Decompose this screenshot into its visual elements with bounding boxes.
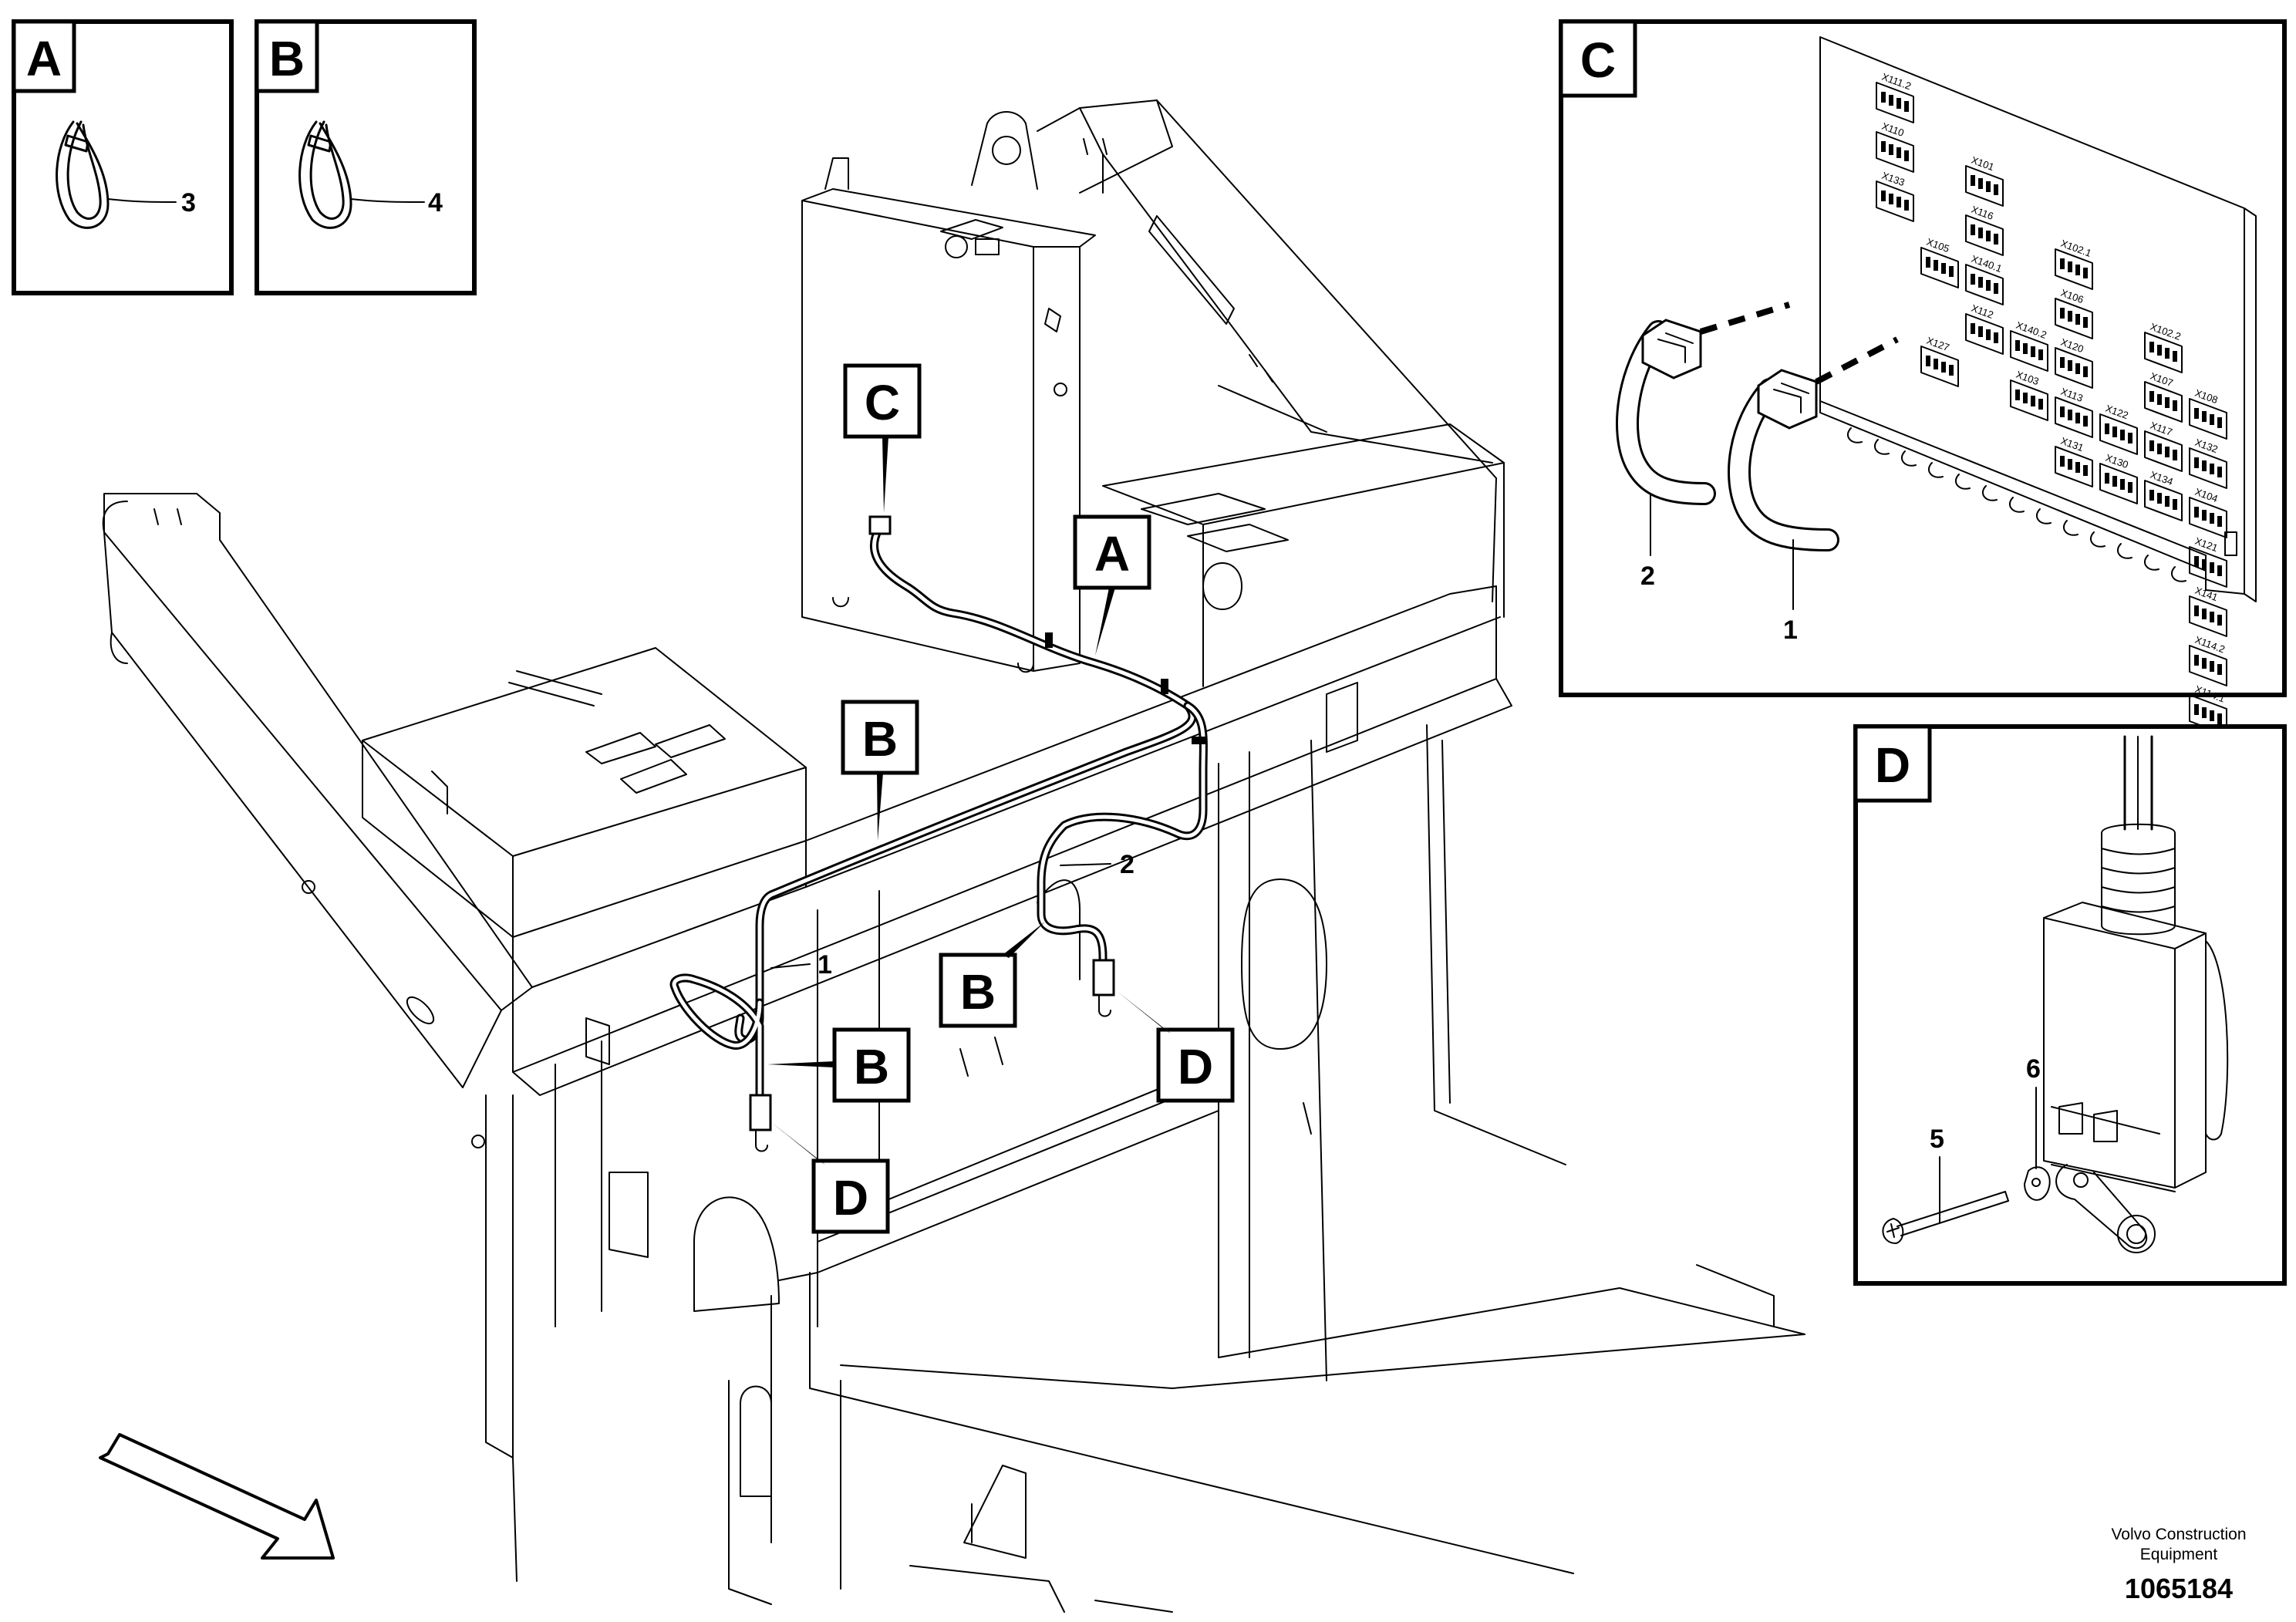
footer: Volvo Construction Equipment 1065184: [2111, 1526, 2246, 1604]
detail-a-panel: A 3: [12, 19, 234, 295]
board-connector-block: [2189, 546, 2227, 588]
board-connector-block: [2055, 248, 2093, 290]
cable-harness-main: [669, 515, 1208, 1152]
callout-d-right: D: [1117, 991, 1235, 1103]
board-edge-socket: [2036, 508, 2052, 524]
detail-c-cable-number-2: 2: [1640, 561, 1655, 591]
board-connector-block: [1965, 264, 2004, 305]
detail-d-panel: D: [1853, 724, 2287, 1286]
board-edge-socket: [2171, 566, 2186, 582]
board-connector-block: [2144, 480, 2183, 521]
part-number-3: 3: [181, 188, 196, 218]
board-connector-block: [2189, 497, 2227, 538]
control-unit-box: [801, 157, 1096, 673]
callout-b-mid: B: [939, 922, 1045, 1028]
board-connector-block: [1876, 180, 1914, 222]
detail-c-tab: C: [1580, 32, 1616, 88]
board-edge-socket: [1928, 462, 1944, 478]
board-connector-block: [2010, 379, 2048, 421]
svg-text:D: D: [833, 1170, 868, 1226]
board-connector-block: [2144, 430, 2183, 472]
board-edge-socket: [2090, 531, 2106, 548]
board-edge-socket: [1847, 427, 1863, 443]
callout-d-left: D: [771, 1122, 890, 1234]
cable-number-1: 1: [818, 950, 832, 980]
board-connector-block: [2099, 463, 2138, 504]
board-edge-socket: [1982, 485, 1998, 501]
svg-text:C: C: [865, 375, 900, 430]
board-edge-socket: [1874, 439, 1890, 455]
board-connector-block: [1876, 131, 1914, 173]
screw-number-5: 5: [1930, 1125, 1944, 1154]
svg-text:D: D: [1178, 1039, 1213, 1094]
callout-c-main: C: [843, 363, 922, 513]
board-connector-block: [2055, 347, 2093, 389]
board-connector-block: [2099, 413, 2138, 455]
detail-c-panel: C X111.2X101X102.1X102.2X108X110X116X106…: [1559, 19, 2287, 736]
washer-number-6: 6: [2026, 1054, 2041, 1084]
board-connector-block: [2189, 398, 2227, 440]
board-connector-block: [1965, 313, 2004, 355]
board-edge-socket: [2063, 520, 2079, 536]
board-connector-block: [1876, 82, 1914, 123]
board-edge-socket: [2009, 497, 2025, 513]
board-connector-block: [1920, 346, 1959, 387]
callout-b-top: B: [841, 700, 919, 841]
board-edge-socket: [1955, 474, 1971, 490]
svg-text:B: B: [854, 1039, 889, 1094]
detail-b-panel: B 4: [255, 19, 477, 295]
svg-text:B: B: [862, 711, 898, 767]
drawing-number: 1065184: [2125, 1573, 2233, 1604]
detail-b-tab: B: [269, 31, 305, 86]
company-line-2: Equipment: [2140, 1546, 2218, 1563]
board-edge-socket: [1901, 450, 1917, 467]
board-connector-block: [1920, 247, 1959, 288]
circuit-board: [1819, 36, 2257, 736]
part-number-4: 4: [428, 188, 443, 218]
board-connector-block: [2055, 396, 2093, 438]
detail-c-cables: [1616, 302, 1899, 551]
board-connector-block: [1965, 214, 2004, 256]
board-connector-block: [2189, 595, 2227, 637]
direction-arrow-icon: [99, 1433, 335, 1560]
leader-line-2: [1060, 863, 1111, 866]
board-edge-socket: [2144, 555, 2159, 571]
board-connector-block: [2189, 447, 2227, 489]
cable-number-2: 2: [1120, 850, 1135, 879]
svg-text:A: A: [1094, 526, 1130, 582]
callout-a-main: A: [1073, 514, 1151, 656]
cable-tie-icon: [56, 120, 177, 229]
board-edge-socket: [2117, 543, 2132, 559]
company-line-1: Volvo Construction: [2111, 1526, 2246, 1543]
board-connector-block: [2144, 381, 2183, 423]
board-connector-block: [2189, 645, 2227, 686]
detail-c-cable-number-1: 1: [1783, 615, 1798, 645]
svg-text:B: B: [960, 964, 996, 1020]
board-connector-block: [2055, 298, 2093, 339]
machine-frame-drawing: [102, 99, 1805, 1613]
detail-d-tab: D: [1875, 737, 1910, 793]
board-connector-block: [1965, 165, 2004, 207]
leader-line-1: [770, 963, 811, 969]
cable-tie-icon: [298, 120, 425, 229]
board-connector-block: [2010, 330, 2048, 372]
board-connector-block: [2055, 446, 2093, 487]
board-connector-block: [2144, 332, 2183, 373]
detail-a-tab: A: [26, 31, 62, 86]
callout-b-left: B: [767, 1027, 911, 1103]
limit-switch-drawing: [1882, 735, 2229, 1253]
